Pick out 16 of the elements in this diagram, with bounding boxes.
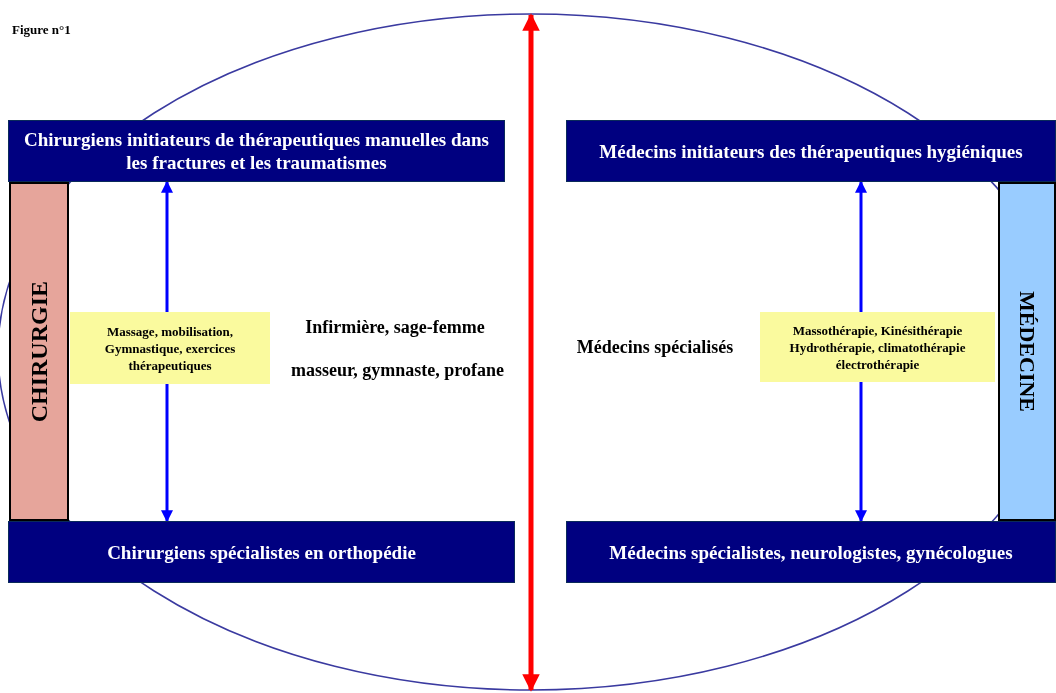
note-box: Massothérapie, Kinésithérapie Hydrothérapie, climatothérapie électrothérapie [760, 312, 995, 382]
arrow [161, 384, 173, 523]
arrow [855, 382, 867, 523]
group-label: Médecins spécialisés [575, 336, 735, 359]
side-band: CHIRURGIE [9, 182, 69, 521]
title-box: Chirurgiens initiateurs de thérapeutiques manuelles dans les fractures et les traumatismes [8, 120, 505, 182]
title-box: Chirurgiens spécialistes en orthopédie [8, 521, 515, 583]
group-label: Infirmière, sage-femme [304, 316, 486, 339]
title-box: Médecins initiateurs des thérapeutiques hygiéniques [566, 120, 1056, 182]
group-label: masseur, gymnaste, profane [290, 359, 505, 382]
side-band: MÉDECINE [998, 182, 1056, 521]
figure-title: Figure n°1 [12, 21, 71, 39]
title-box: Médecins spécialistes, neurologistes, gynécologues [566, 521, 1056, 583]
note-box: Massage, mobilisation, Gymnastique, exercices thérapeutiques [70, 312, 270, 384]
arrow [855, 180, 867, 312]
arrow [161, 180, 173, 312]
